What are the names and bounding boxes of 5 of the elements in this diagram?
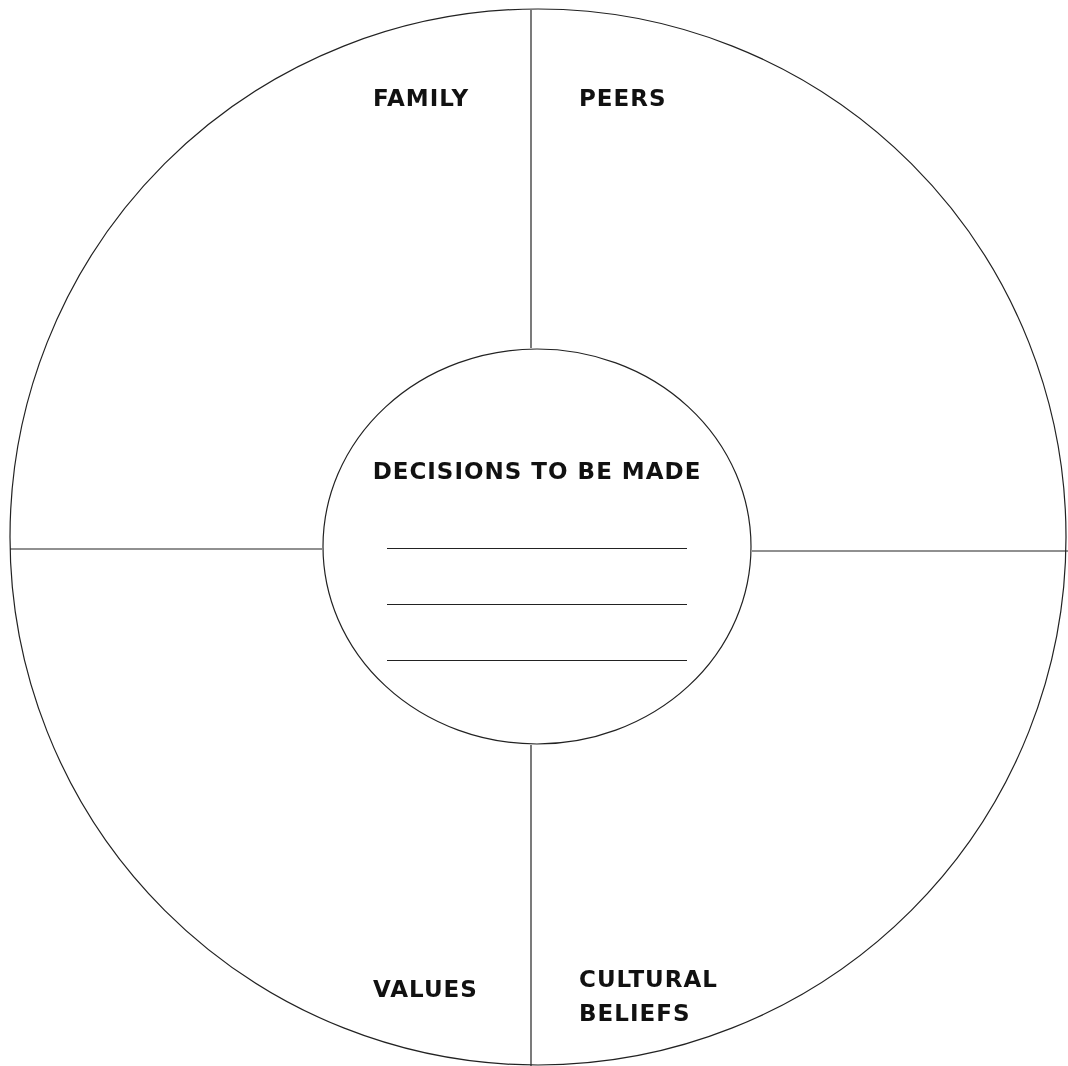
quadrant-label: VALUES [373,975,479,1004]
quadrant-label: PEERS [579,84,668,113]
quadrant-label: CULTURAL BELIEFS [579,965,719,1028]
heading-text: DECISIONS TO BE MADE [371,458,703,484]
quadrant-label: FAMILY [373,84,471,113]
